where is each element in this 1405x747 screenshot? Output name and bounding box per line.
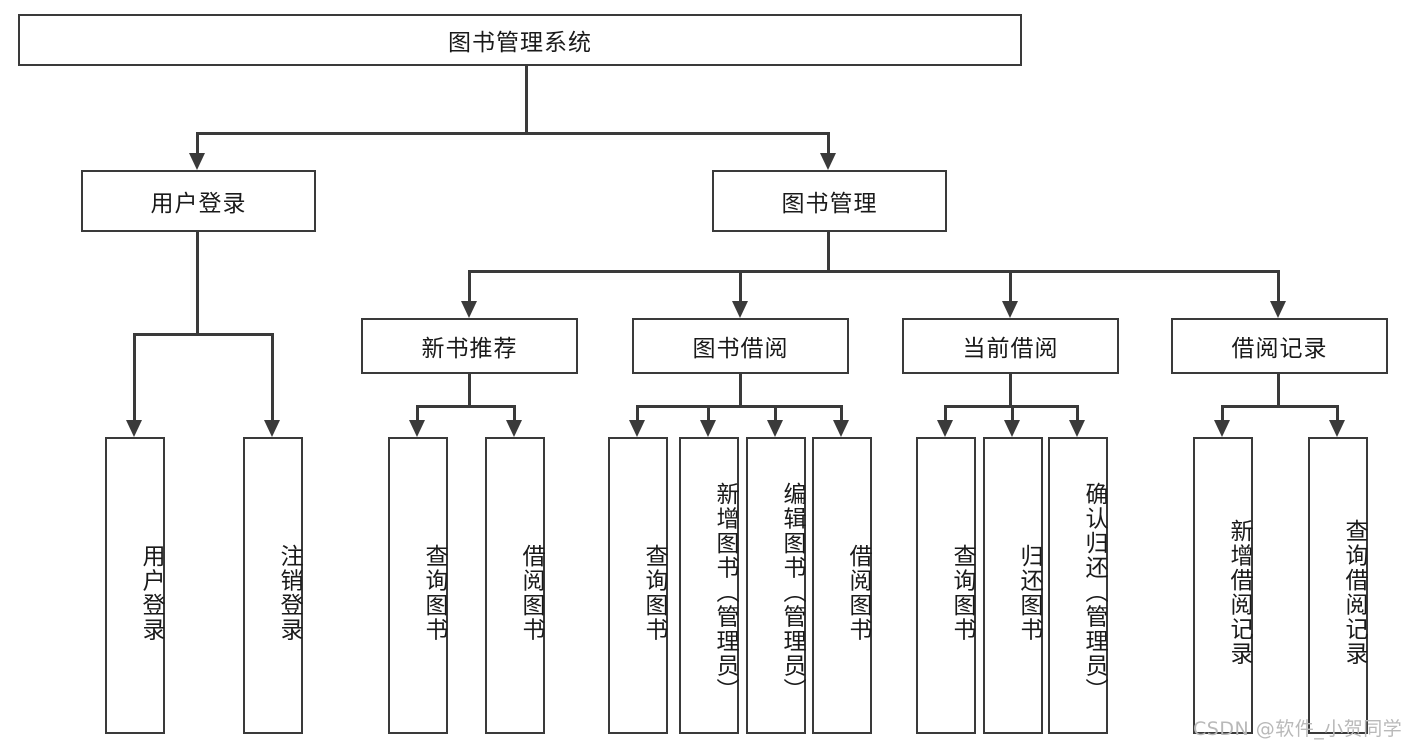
arrowhead-icon (1002, 301, 1018, 318)
connector-line-vertical (525, 66, 528, 132)
node-leaf-query-record[interactable]: 查询借阅记录 (1308, 437, 1368, 734)
connector-line-vertical (1277, 374, 1280, 405)
node-label: 确认归还（管理员） (1081, 482, 1107, 703)
connector-line-vertical (196, 232, 199, 333)
arrowhead-icon (820, 153, 836, 170)
node-leaf-edit-book[interactable]: 编辑图书（管理员） (746, 437, 806, 734)
node-leaf-user-login[interactable]: 用户登录 (105, 437, 165, 734)
arrowhead-icon (264, 420, 280, 437)
connector-line-vertical (196, 132, 199, 153)
arrowhead-icon (409, 420, 425, 437)
node-leaf-confirm-return[interactable]: 确认归还（管理员） (1048, 437, 1108, 734)
node-label: 查询图书 (949, 543, 975, 642)
connector-line-vertical (468, 270, 471, 301)
arrowhead-icon (700, 420, 716, 437)
arrowhead-icon (1214, 420, 1230, 437)
arrowhead-icon (126, 420, 142, 437)
arrowhead-icon (937, 420, 953, 437)
connector-line-vertical (739, 270, 742, 301)
node-root[interactable]: 图书管理系统 (18, 14, 1022, 66)
connector-line-horizontal (469, 270, 1279, 273)
node-leaf-add-book[interactable]: 新增图书（管理员） (679, 437, 739, 734)
arrowhead-icon (506, 420, 522, 437)
watermark-text: CSDN @软件_小贺同学 (1193, 718, 1403, 740)
arrowhead-icon (767, 420, 783, 437)
node-leaf-query-book-2[interactable]: 查询图书 (608, 437, 668, 734)
connector-line-vertical (271, 333, 274, 420)
node-label: 用户登录 (138, 543, 164, 642)
node-leaf-borrow-book-1[interactable]: 借阅图书 (485, 437, 545, 734)
node-borrow-record[interactable]: 借阅记录 (1171, 318, 1388, 374)
connector-line-vertical (468, 374, 471, 405)
connector-line-vertical (636, 405, 639, 420)
node-label: 查询图书 (641, 543, 667, 642)
connector-line-vertical (416, 405, 419, 420)
connector-line-vertical (1336, 405, 1339, 420)
node-user-login[interactable]: 用户登录 (81, 170, 316, 232)
arrowhead-icon (629, 420, 645, 437)
connector-line-vertical (944, 405, 947, 420)
arrowhead-icon (189, 153, 205, 170)
arrowhead-icon (732, 301, 748, 318)
node-new-book-rec[interactable]: 新书推荐 (361, 318, 578, 374)
node-label: 编辑图书（管理员） (779, 482, 805, 703)
node-label: 图书借阅 (692, 336, 789, 362)
node-book-borrow[interactable]: 图书借阅 (632, 318, 849, 374)
arrowhead-icon (1329, 420, 1345, 437)
arrowhead-icon (1270, 301, 1286, 318)
connector-line-vertical (840, 405, 843, 420)
node-label: 新增图书（管理员） (712, 482, 738, 703)
node-leaf-query-book-1[interactable]: 查询图书 (388, 437, 448, 734)
node-label: 当前借阅 (962, 336, 1059, 362)
connector-line-vertical (774, 405, 777, 420)
node-label: 图书管理 (781, 191, 878, 217)
connector-line-vertical (1277, 270, 1280, 301)
node-leaf-query-book-3[interactable]: 查询图书 (916, 437, 976, 734)
connector-line-vertical (1011, 405, 1014, 420)
node-label: 查询借阅记录 (1341, 519, 1367, 666)
node-leaf-logout[interactable]: 注销登录 (243, 437, 303, 734)
node-label: 新书推荐 (421, 336, 518, 362)
node-leaf-return-book[interactable]: 归还图书 (983, 437, 1043, 734)
node-label: 用户登录 (150, 191, 247, 217)
node-leaf-borrow-book-2[interactable]: 借阅图书 (812, 437, 872, 734)
connector-line-horizontal (197, 132, 829, 135)
node-label: 借阅记录 (1231, 336, 1328, 362)
connector-line-horizontal (417, 405, 515, 408)
arrowhead-icon (1069, 420, 1085, 437)
connector-line-vertical (133, 333, 136, 420)
connector-line-horizontal (1222, 405, 1338, 408)
connector-line-horizontal (134, 333, 273, 336)
connector-line-vertical (513, 405, 516, 420)
node-label: 借阅图书 (518, 543, 544, 642)
connector-line-vertical (1009, 374, 1012, 405)
node-label: 注销登录 (276, 543, 302, 642)
node-label: 查询图书 (421, 543, 447, 642)
connector-line-vertical (707, 405, 710, 420)
connector-line-vertical (827, 132, 830, 153)
node-current-borrow[interactable]: 当前借阅 (902, 318, 1119, 374)
node-leaf-add-record[interactable]: 新增借阅记录 (1193, 437, 1253, 734)
node-label: 归还图书 (1016, 543, 1042, 642)
node-label: 新增借阅记录 (1226, 519, 1252, 666)
connector-line-vertical (1221, 405, 1224, 420)
arrowhead-icon (1004, 420, 1020, 437)
connector-line-vertical (739, 374, 742, 405)
node-label: 图书管理系统 (448, 30, 592, 56)
connector-line-vertical (827, 232, 830, 270)
node-label: 借阅图书 (845, 543, 871, 642)
connector-line-vertical (1009, 270, 1012, 301)
node-book-manage[interactable]: 图书管理 (712, 170, 947, 232)
connector-line-vertical (1076, 405, 1079, 420)
connector-line-horizontal (637, 405, 842, 408)
arrowhead-icon (461, 301, 477, 318)
arrowhead-icon (833, 420, 849, 437)
